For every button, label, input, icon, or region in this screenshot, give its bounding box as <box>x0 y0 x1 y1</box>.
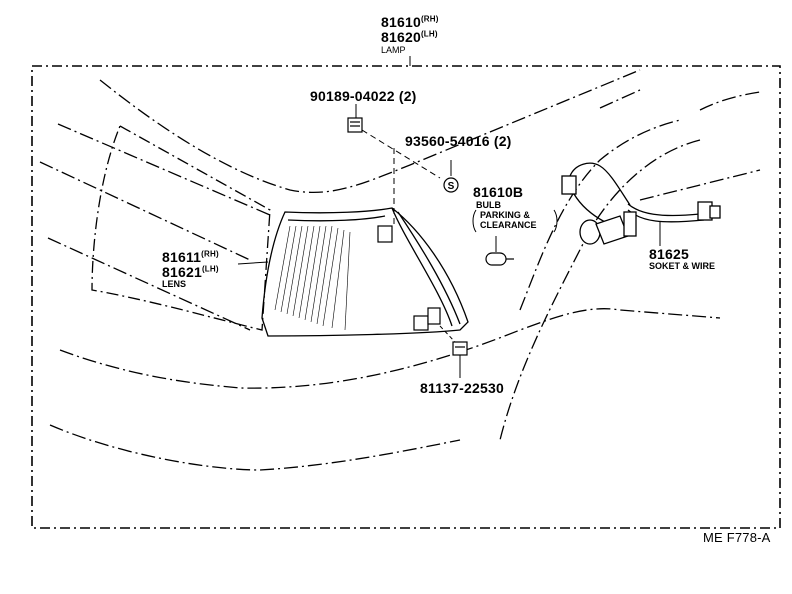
clip-label: 93560-54016 (2) <box>405 133 512 149</box>
figure-code: ME F778-A <box>703 530 771 545</box>
lamp-pn-lh: 81620(LH) <box>381 29 438 45</box>
lens-name: LENS <box>162 279 187 289</box>
bulb-note-bracket <box>472 209 477 233</box>
nut-pn: 81137-22530 <box>420 380 504 396</box>
lens-pn-lh: 81621(LH) <box>162 264 219 280</box>
bulb-name: BULB <box>476 200 501 210</box>
lens-hatching <box>274 225 351 331</box>
lens-leader <box>237 261 269 265</box>
nut-icon <box>452 341 468 356</box>
screw-to-lens-leader <box>361 129 441 179</box>
lens-pn-rh: 81611(RH) <box>162 249 219 265</box>
socket-wire-assembly <box>561 162 721 245</box>
screw-icon <box>347 117 363 133</box>
bulb-pn: 81610B <box>473 184 524 200</box>
screw-label: 90189-04022 (2) <box>310 88 417 104</box>
bulb-note-1: PARKING & <box>480 210 530 220</box>
clip-symbol: S <box>448 181 455 192</box>
lamp-pn-rh: 81610(RH) <box>381 14 439 30</box>
bulb-icon <box>485 252 514 266</box>
socket-name: SOKET & WIRE <box>649 261 716 271</box>
lamp-name: LAMP <box>381 45 406 55</box>
nut-dashed-leader <box>439 325 456 343</box>
lens-shape <box>91 125 469 337</box>
bulb-note-2: CLEARANCE <box>480 220 537 230</box>
socket-pn: 81625 <box>649 246 689 262</box>
lamp-brackets <box>377 225 441 331</box>
assembly-frame <box>31 65 781 529</box>
clip-icon: S <box>443 177 459 193</box>
